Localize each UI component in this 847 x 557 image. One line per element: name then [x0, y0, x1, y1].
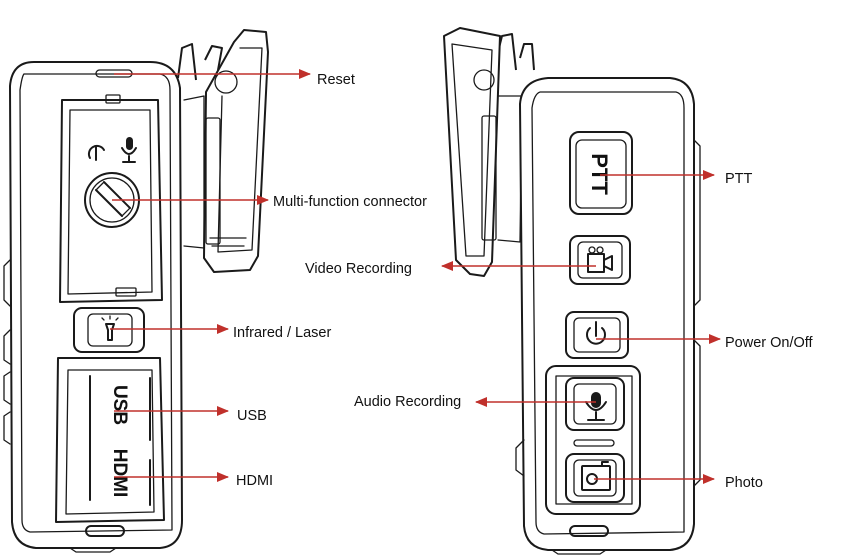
label-usb: USB — [237, 408, 267, 424]
label-power-on-off: Power On/Off — [725, 335, 814, 351]
left-device: USB HDMI — [3, 29, 269, 553]
headset-icon — [87, 144, 105, 161]
flashlight-icon — [101, 315, 119, 341]
label-video-recording: Video Recording — [305, 261, 412, 277]
hdmi-port-text: HDMI — [109, 449, 130, 498]
callout-arrows — [110, 69, 721, 484]
right-device: PTT — [443, 27, 701, 555]
label-infrared-laser: Infrared / Laser — [233, 325, 331, 341]
usb-port-text: USB — [109, 385, 130, 425]
label-multi-function-connector: Multi-function connector — [273, 194, 427, 210]
left-belt-clip — [177, 29, 269, 273]
infrared-laser-button — [73, 307, 145, 353]
right-belt-clip — [443, 27, 535, 277]
label-ptt: PTT — [725, 171, 753, 187]
microphone-icon — [121, 137, 137, 163]
video-recording-button — [569, 235, 631, 285]
ptt-button: PTT — [569, 131, 633, 215]
microphone-icon — [585, 392, 607, 421]
label-photo: Photo — [725, 475, 763, 491]
audio-recording-button — [565, 377, 625, 431]
power-icon — [586, 321, 606, 345]
label-reset: Reset — [317, 72, 355, 88]
ptt-button-text: PTT — [587, 153, 612, 195]
label-hdmi: HDMI — [236, 473, 273, 489]
label-audio-recording: Audio Recording — [354, 394, 461, 410]
power-button — [565, 311, 629, 359]
callout-labels: Reset Multi-function connector Infrared … — [233, 72, 814, 491]
